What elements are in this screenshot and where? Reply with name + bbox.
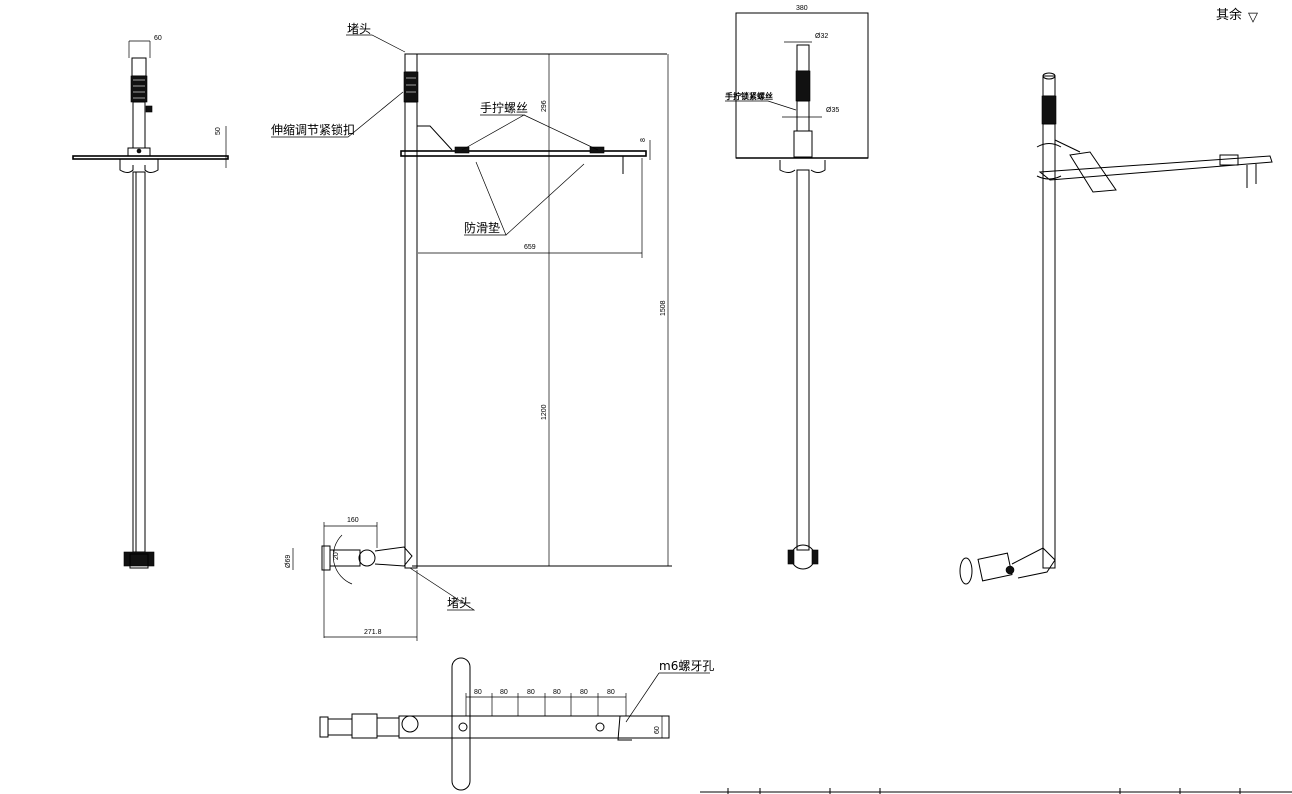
dim-plate-width: 380 [796, 5, 808, 12]
dim-upper-height: 296 [541, 100, 548, 112]
dim-top-width: 60 [154, 35, 162, 42]
label-hand-lock-screw: 手拧锁紧螺丝 [725, 91, 773, 101]
top-view: 80 80 80 80 80 80 60 m6螺牙孔 [319, 657, 714, 791]
dim-lower-height: 1200 [541, 404, 548, 420]
spacing-ticks [465, 693, 627, 716]
title-block-edge [700, 788, 1292, 794]
dim-spacing-3: 80 [527, 689, 535, 696]
dim-lower-dia: Ø35 [826, 107, 839, 114]
label-plug-bottom: 堵头 [447, 596, 471, 610]
dim-clamp-dia: Ø69 [285, 555, 292, 568]
side-view-left: 60 50 [72, 35, 229, 569]
label-plug-top: 堵头 [347, 22, 371, 36]
dim-spacing-4: 80 [553, 689, 561, 696]
dim-gap: 8 [640, 138, 647, 142]
dim-spacing-5: 80 [580, 689, 588, 696]
label-thread-hole: m6螺牙孔 [659, 659, 714, 673]
roughness-symbol: ▽ [1248, 10, 1258, 25]
dim-clamp-width: 160 [347, 517, 359, 524]
dim-upper-dia: Ø32 [815, 33, 828, 40]
label-anti-slip-pad: 防滑垫 [464, 220, 500, 235]
isometric-view [959, 72, 1273, 585]
roughness-note: 其余 ▽ [1216, 7, 1258, 25]
label-hand-screw: 手拧螺丝 [480, 101, 528, 115]
dim-bottom-offset: 271.8 [364, 629, 382, 636]
side-view-right: 380 Ø32 Ø35 手拧锁紧螺丝 [725, 5, 869, 570]
dim-spacing-2: 80 [500, 689, 508, 696]
dim-arm-length: 659 [524, 244, 536, 251]
dim-plate-height: 50 [215, 127, 222, 135]
dim-total-height: 1508 [660, 300, 667, 316]
label-lock-buckle: 伸缩调节紧锁扣 [271, 122, 355, 137]
dim-spacing-1: 80 [474, 689, 482, 696]
dim-spacing-6: 80 [607, 689, 615, 696]
front-view: 296 1200 1508 8 659 堵头 伸缩调节紧锁扣 手拧螺丝 防滑垫 … [271, 22, 672, 641]
roughness-text: 其余 [1216, 7, 1242, 23]
dim-top-width: 60 [654, 726, 661, 734]
dim-angle: 20° [332, 549, 340, 560]
